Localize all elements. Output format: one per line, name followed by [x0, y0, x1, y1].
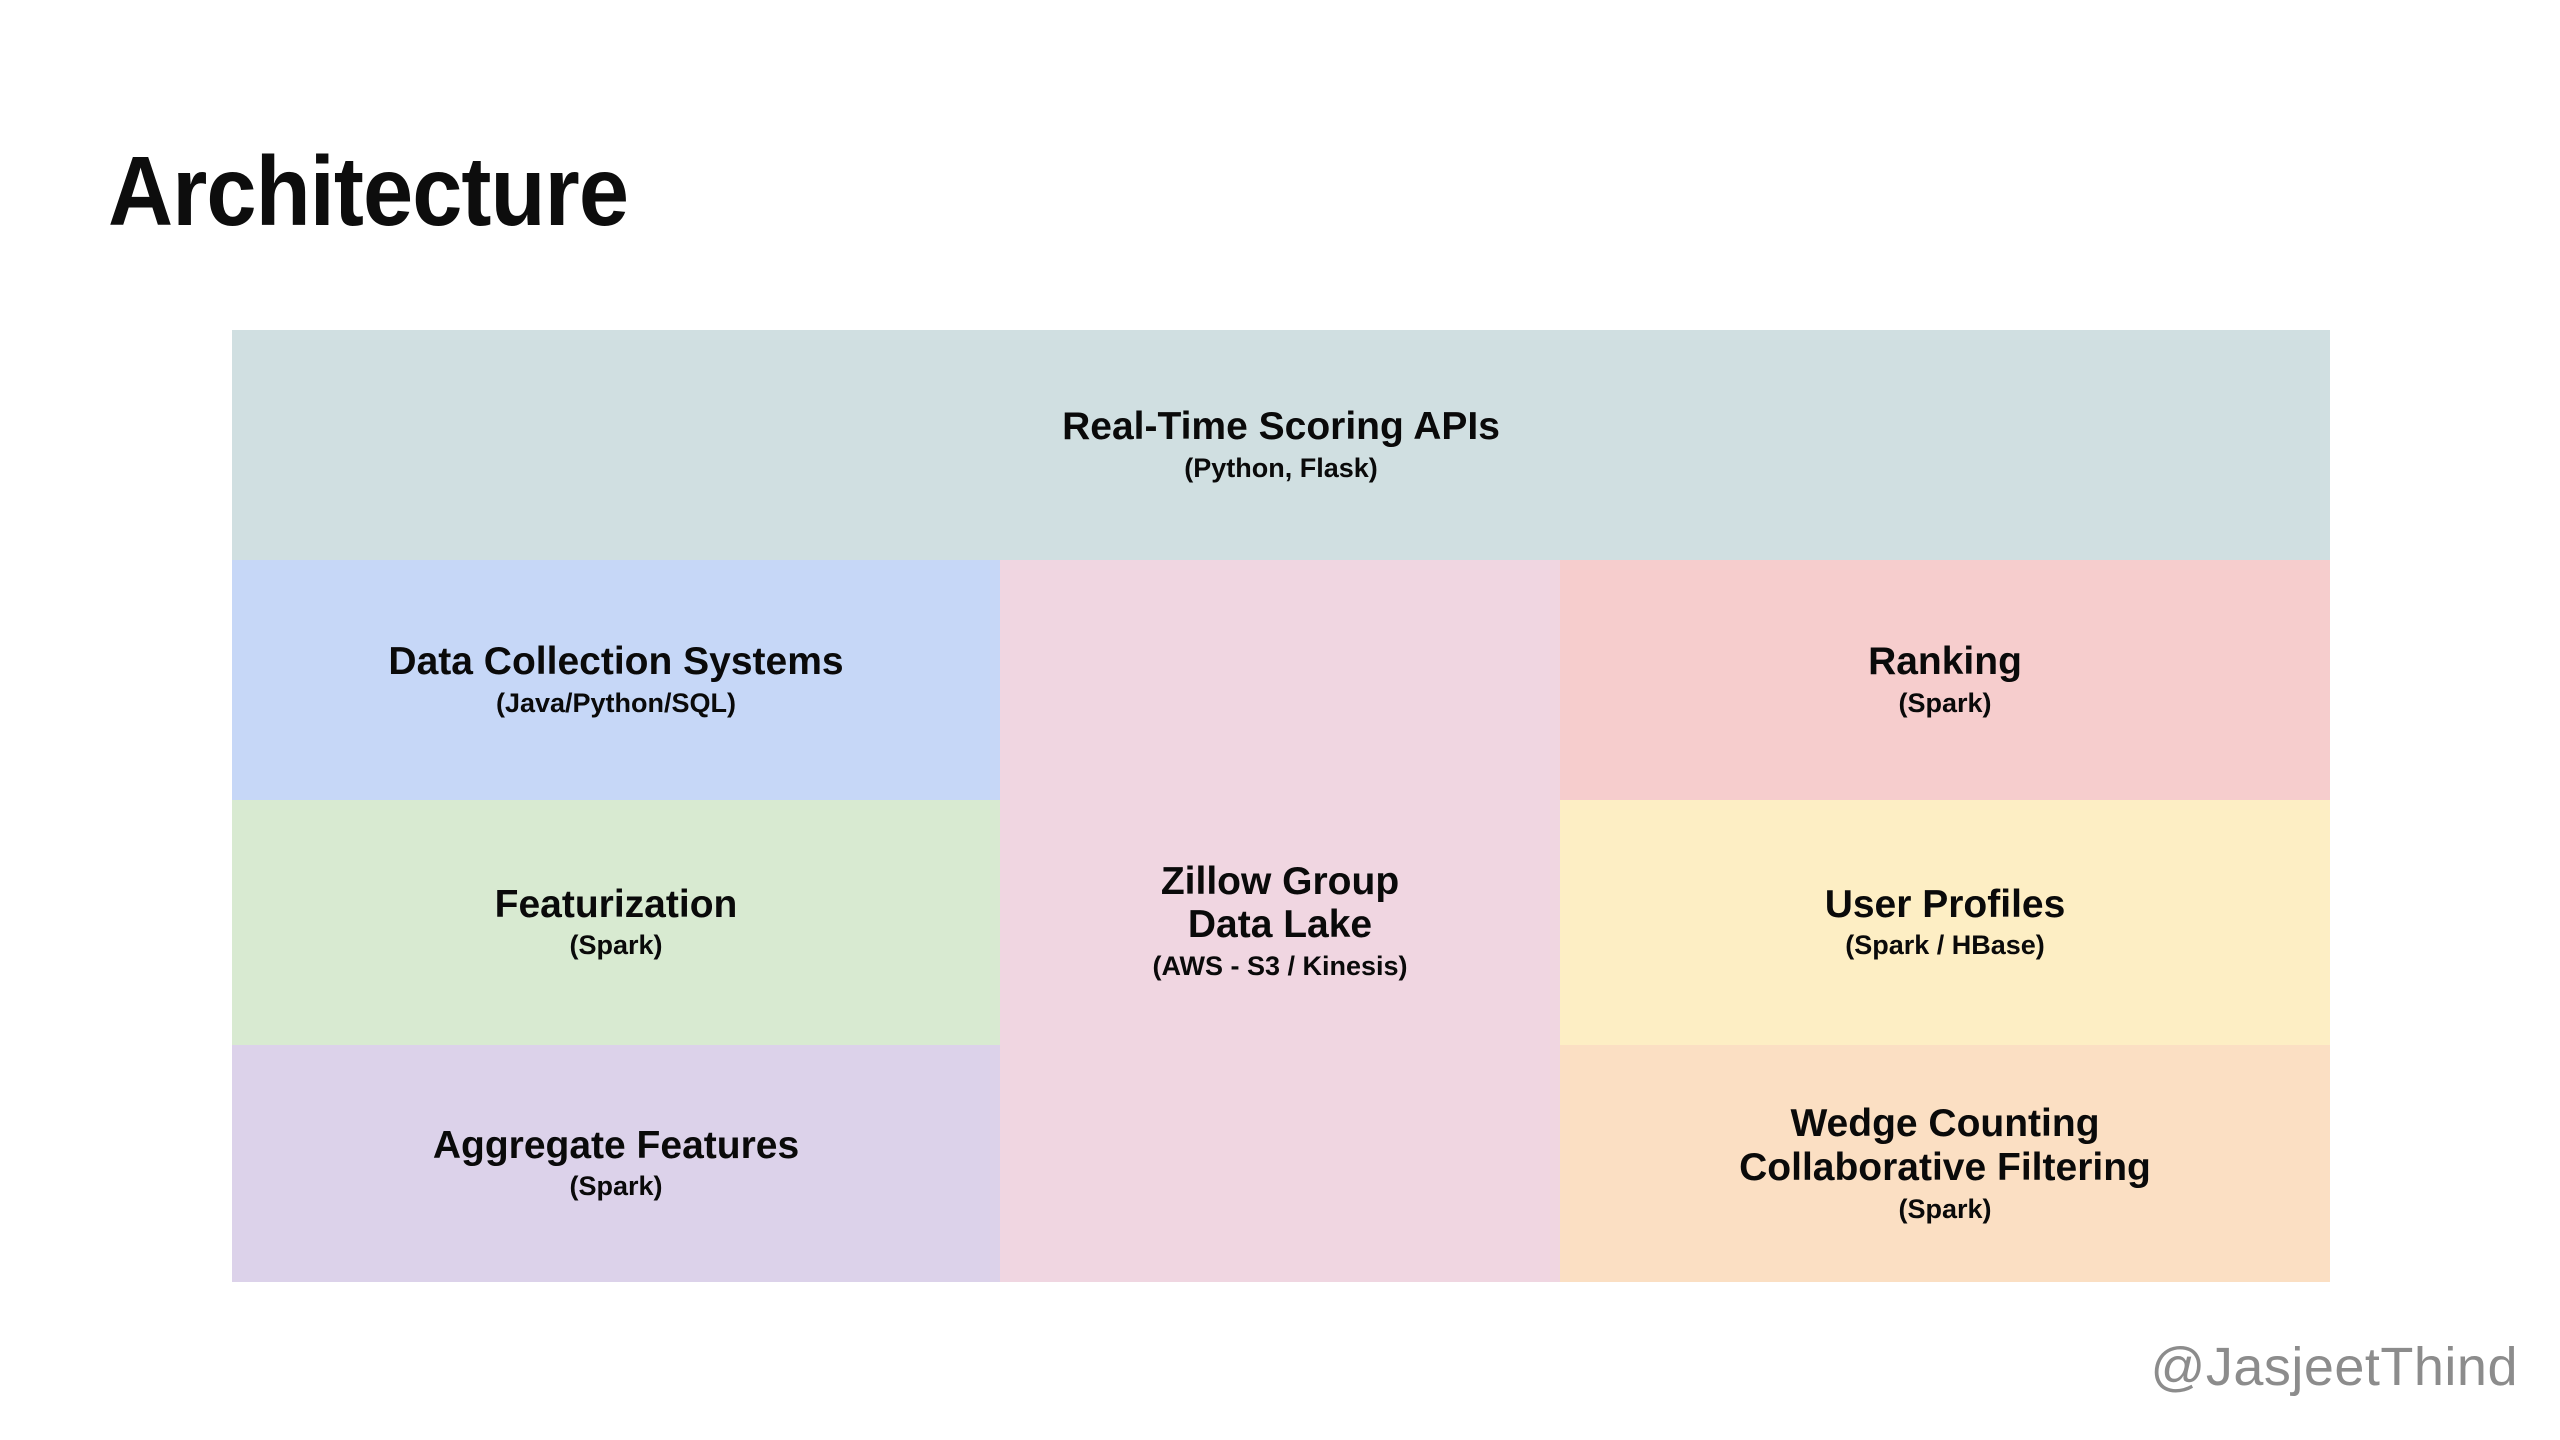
block-title-line-1: Wedge Counting [1790, 1102, 2100, 1146]
block-featurization[interactable]: Featurization (Spark) [232, 800, 1000, 1045]
architecture-diagram: Real-Time Scoring APIs (Python, Flask) D… [232, 330, 2330, 1282]
block-subtitle: (AWS - S3 / Kinesis) [1152, 951, 1408, 982]
block-wedge-counting-collaborative-filtering[interactable]: Wedge Counting Collaborative Filtering (… [1560, 1045, 2330, 1282]
block-subtitle: (Python, Flask) [1184, 452, 1378, 483]
block-title: Aggregate Features [432, 1123, 800, 1167]
block-zillow-group-data-lake[interactable]: Zillow Group Data Lake (AWS - S3 / Kines… [1000, 560, 1560, 1282]
block-title: Data Collection Systems [388, 640, 844, 684]
block-aggregate-features[interactable]: Aggregate Features (Spark) [232, 1045, 1000, 1282]
block-title: Featurization [494, 882, 738, 926]
block-subtitle: (Spark) [1898, 687, 1992, 718]
block-user-profiles[interactable]: User Profiles (Spark / HBase) [1560, 800, 2330, 1045]
block-data-collection-systems[interactable]: Data Collection Systems (Java/Python/SQL… [232, 560, 1000, 800]
block-subtitle: (Spark) [569, 1171, 663, 1202]
block-title-line-2: Data Lake [1187, 903, 1373, 947]
block-real-time-scoring-apis[interactable]: Real-Time Scoring APIs (Python, Flask) [232, 330, 2330, 560]
author-watermark: @JasjeetThind [2150, 1337, 2518, 1397]
block-title: Real-Time Scoring APIs [1062, 405, 1500, 449]
block-title: User Profiles [1824, 882, 2066, 926]
block-subtitle: (Java/Python/SQL) [495, 687, 737, 718]
block-subtitle: (Spark) [1898, 1193, 1992, 1224]
block-subtitle: (Spark / HBase) [1845, 930, 2045, 961]
block-title-line-1: Zillow Group [1160, 859, 1400, 903]
page-title: Architecture [108, 136, 629, 246]
block-title: Ranking [1868, 640, 2022, 684]
block-title-line-2: Collaborative Filtering [1739, 1145, 2151, 1189]
block-ranking[interactable]: Ranking (Spark) [1560, 560, 2330, 800]
block-subtitle: (Spark) [569, 930, 663, 961]
